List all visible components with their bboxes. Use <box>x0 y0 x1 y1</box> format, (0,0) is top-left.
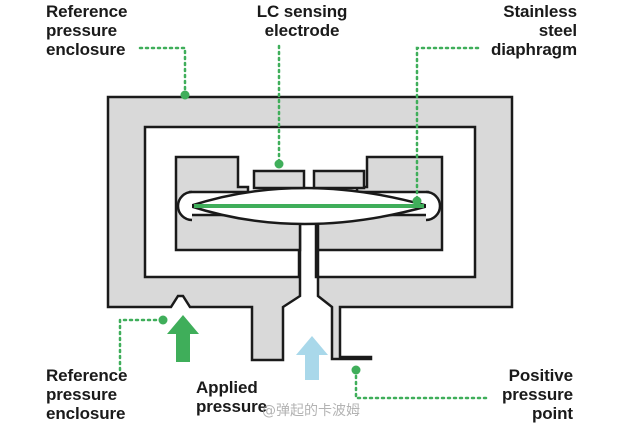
leader-stainless <box>415 46 480 202</box>
outer-housing <box>106 95 514 362</box>
watermark: @弹起的卡波姆 <box>262 403 360 419</box>
label-line: enclosure <box>46 404 126 423</box>
label-line: point <box>531 404 573 423</box>
label-line: steel <box>538 21 577 40</box>
positive-pressure-arrow <box>296 336 328 380</box>
leader-positive <box>354 368 492 400</box>
leader-dot-ref-top <box>180 90 190 100</box>
label-line: Reference <box>46 2 128 21</box>
left-clamp <box>176 190 193 222</box>
label-line: Stainless <box>503 2 577 21</box>
label-line: pressure <box>501 385 573 404</box>
label-line: pressure <box>46 21 118 40</box>
label-stainless-steel-diaphragm: Stainless steel diaphragm <box>491 2 577 59</box>
label-line: pressure <box>196 397 268 416</box>
label-line: Reference <box>46 366 128 385</box>
label-line: enclosure <box>46 40 126 59</box>
label-reference-enclosure-bottom: Reference pressure enclosure <box>46 366 127 423</box>
label-line: pressure <box>46 385 118 404</box>
label-line: Positive <box>508 366 574 385</box>
label-positive-pressure-point: Positive pressure point <box>502 366 573 423</box>
leader-dot-stainless <box>412 196 422 206</box>
label-lc-sensing-electrode: LC sensing electrode <box>244 2 360 40</box>
label-line: LC sensing <box>256 2 348 21</box>
leader-lines <box>118 44 492 400</box>
lc-electrode-right <box>312 169 366 190</box>
label-line: electrode <box>264 21 340 40</box>
leader-dot-ref-bottom <box>158 315 168 325</box>
leader-ref-top <box>138 46 187 95</box>
label-applied-pressure: Applied pressure <box>196 378 267 416</box>
leader-dot-positive <box>351 365 361 375</box>
leader-dot-lc <box>274 159 284 169</box>
label-line: Applied <box>196 378 258 397</box>
label-line: diaphragm <box>490 40 577 59</box>
label-reference-enclosure-top: Reference pressure enclosure <box>46 2 127 59</box>
lc-electrode-left <box>252 169 306 190</box>
applied-pressure-arrow <box>167 315 199 362</box>
right-clamp <box>425 190 442 222</box>
leader-ref-bottom <box>118 318 164 372</box>
